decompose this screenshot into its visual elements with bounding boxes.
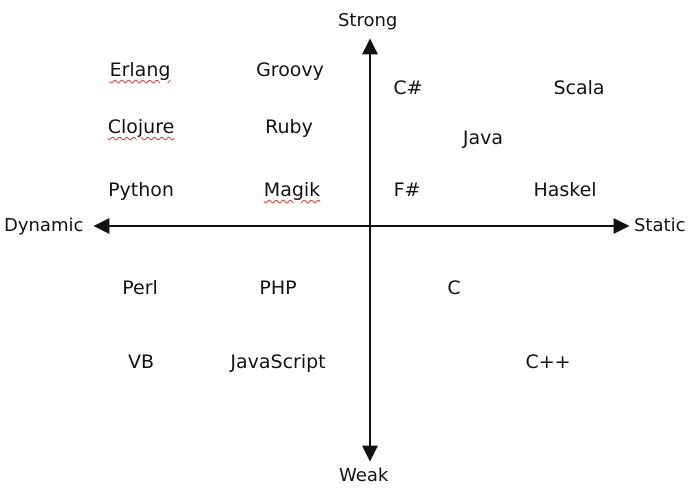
lang-java: Java <box>462 127 504 149</box>
axis-label-static: Static <box>634 215 686 236</box>
lang-scala: Scala <box>553 77 605 99</box>
lang-clojure: Clojure <box>107 116 175 138</box>
lang-python: Python <box>108 179 174 201</box>
lang-javascript: JavaScript <box>230 351 326 373</box>
lang-ruby: Ruby <box>265 116 313 138</box>
lang-csharp: C# <box>393 77 423 99</box>
lang-vb: VB <box>127 351 155 373</box>
lang-groovy: Groovy <box>256 59 324 81</box>
lang-cpp: C++ <box>525 351 571 373</box>
axis-label-weak: Weak <box>339 465 389 486</box>
lang-c: C <box>447 277 461 299</box>
lang-perl: Perl <box>122 277 158 299</box>
lang-magik: Magik <box>263 179 321 201</box>
axis-label-strong: Strong <box>338 10 398 31</box>
lang-fsharp: F# <box>393 179 421 201</box>
axis-label-dynamic: Dynamic <box>4 215 84 236</box>
lang-haskel: Haskel <box>533 179 597 201</box>
lang-php: PHP <box>259 277 297 299</box>
lang-erlang: Erlang <box>109 59 171 81</box>
